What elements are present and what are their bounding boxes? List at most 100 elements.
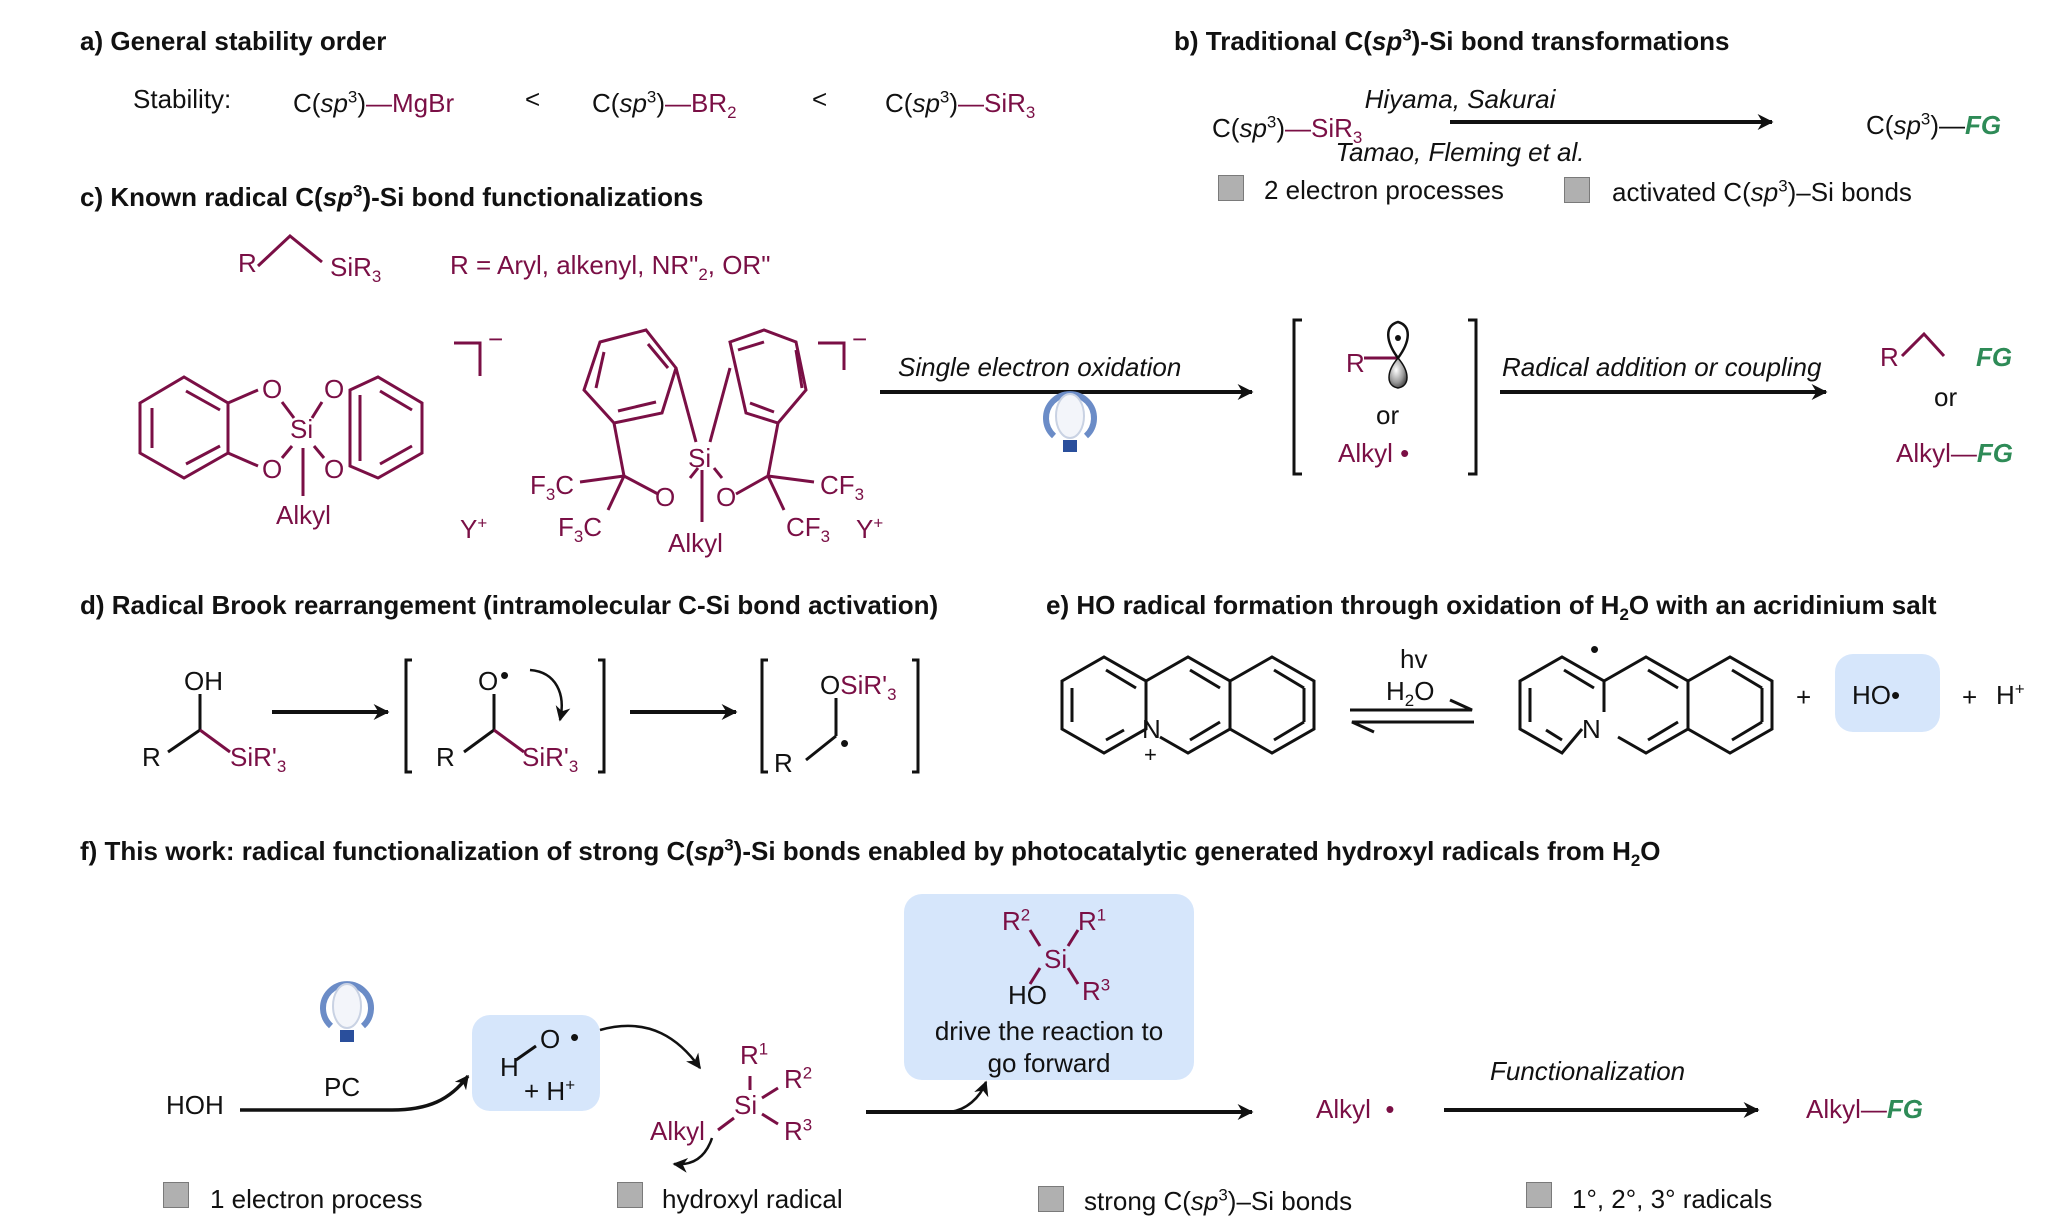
acridine-radical-dot: • (1590, 634, 1600, 664)
arrow-label-tamao-fleming: Tamao, Fleming et al. (1335, 137, 1585, 167)
silicate1-o-br: O (324, 454, 345, 484)
substrate-zigzag (256, 234, 323, 268)
product-r: R (1880, 342, 1899, 372)
legend-hydroxyl-radical: hydroxyl radical (662, 1184, 843, 1214)
panel-e-title: e) HO radical formation through oxidatio… (1046, 590, 1937, 625)
panel-b-reactant: C(sp3)—SiR3 (1212, 112, 1363, 148)
silicate1-structure (138, 341, 482, 496)
s2-radical-dot: • (500, 660, 510, 690)
product-or: or (1934, 382, 1958, 412)
s1-oh: OH (184, 666, 223, 696)
hydroxyl-radical-highlight (472, 1015, 600, 1111)
legend-square (1564, 177, 1590, 203)
s2-sir3: SiR'3 (522, 742, 579, 777)
silanol-caption-line1: drive the reaction to (934, 1016, 1164, 1046)
legend-square (163, 1182, 189, 1208)
panel-a-title: a) General stability order (80, 26, 387, 56)
stability-item-br2: C(sp3)—BR2 (592, 87, 737, 123)
p-orbital-icon (1364, 320, 1409, 389)
substrate-sir3: SiR3 (330, 252, 382, 287)
counterion-y: Y+ (460, 513, 488, 544)
silicate1-o-tr: O (324, 374, 345, 404)
silicate1-o-bl: O (262, 454, 283, 484)
stability-label: Stability: (133, 84, 232, 114)
silanol-si: Si (1044, 944, 1068, 974)
alkyl-radical: Alkyl • (1316, 1094, 1395, 1124)
hydroxyl-bond (515, 1044, 537, 1062)
product-fg: FG (1976, 342, 2013, 372)
silicate2-structure (579, 328, 846, 522)
silanol-caption-line2: go forward (987, 1048, 1111, 1078)
legend-radical-degrees: 1°, 2°, 3° radicals (1572, 1184, 1773, 1214)
s2-o: O (478, 666, 499, 696)
product-alkyl-fg: Alkyl—FG (1896, 438, 2014, 468)
legend-square (617, 1182, 643, 1208)
silicate1-charge: − (488, 324, 504, 354)
r-group-definition: R = Aryl, alkenyl, NR"2, OR" (450, 250, 771, 285)
less-than-sign-2: < (812, 84, 828, 114)
silicate2-f3c-2: F3C (558, 512, 603, 547)
s3-radical-dot: • (840, 728, 850, 758)
silicate2-o-left: O (655, 482, 676, 512)
silicate2-alkyl: Alkyl (668, 528, 723, 558)
acridinium-charge: + (1144, 742, 1157, 767)
legend-strong-bonds: strong C(sp3)–Si bonds (1084, 1185, 1353, 1216)
legend-square (1218, 175, 1244, 201)
silanol-highlight (904, 894, 1194, 1080)
hydroxyl-dot: • (570, 1022, 580, 1052)
s3-osir3: OSiR'3 (820, 670, 897, 705)
silanol-bonds (1028, 929, 1080, 985)
light-bulb-icon (320, 981, 374, 1042)
arrow-label-single-electron-oxidation: Single electron oxidation (898, 352, 1182, 382)
stability-item-sir3: C(sp3)—SiR3 (885, 87, 1036, 123)
intermediate-r: R (1346, 348, 1365, 378)
silicate2-si: Si (688, 443, 712, 473)
arrow-alkyl-leaving (672, 1137, 714, 1173)
arrow-label-hiyama-sakurai: Hiyama, Sakurai (1364, 84, 1556, 114)
silanol-r3: R3 (1082, 975, 1111, 1006)
legend-1-electron: 1 electron process (210, 1184, 423, 1214)
plus-sign-1: + (1796, 682, 1812, 712)
panel-c-title: c) Known radical C(sp3)-Si bond function… (80, 181, 704, 212)
arrow-label-radical-addition: Radical addition or coupling (1502, 352, 1822, 382)
silane-bonds (717, 1076, 779, 1132)
silane-r2: R2 (784, 1063, 813, 1094)
silicate2-charge: − (852, 324, 868, 354)
intermediate-alkyl-radical: Alkyl • (1338, 438, 1410, 468)
plus-sign-2: + (1962, 682, 1978, 712)
silicate1-alkyl: Alkyl (276, 500, 331, 530)
hydroxyl-proton: + H+ (524, 1075, 576, 1106)
hydroxyl-o: O (540, 1024, 561, 1054)
panel-b-title: b) Traditional C(sp3)-Si bond transforma… (1174, 25, 1730, 56)
silicate2-cf3-1: CF3 (820, 470, 865, 505)
s3-r: R (774, 748, 793, 778)
stability-item-mgbr: C(sp3)—MgBr (293, 87, 455, 118)
silanol-r2: R2 (1002, 905, 1031, 936)
hoh: HOH (166, 1090, 224, 1120)
silicate1-si: Si (290, 414, 314, 444)
legend-2-electron: 2 electron processes (1264, 175, 1504, 205)
arrow-hoh-to-hydroxyl (240, 1074, 470, 1112)
s1-r: R (142, 742, 161, 772)
silane-r3: R3 (784, 1115, 813, 1146)
ho-radical-highlight (1835, 654, 1940, 732)
arrow-label-hv: hv (1400, 644, 1428, 674)
acridine-radical-structure (1518, 655, 1774, 755)
s1-sir3: SiR'3 (230, 742, 287, 777)
legend-square (1526, 1182, 1552, 1208)
product-zigzag (1900, 331, 1946, 358)
arrow-label-h2o: H2O (1386, 676, 1435, 711)
final-product-alkyl-fg: Alkyl—FG (1806, 1094, 1924, 1124)
silane-r1: R1 (740, 1039, 769, 1070)
acridine-radical-n: N (1582, 714, 1601, 744)
bracket-left (1292, 318, 1302, 476)
hydroxyl-h: H (500, 1052, 519, 1082)
panel-f-title: f) This work: radical functionalization … (80, 835, 1661, 871)
substrate-r: R (238, 248, 257, 278)
silane-alkyl: Alkyl (650, 1116, 705, 1146)
panel-d-title: d) Radical Brook rearrangement (intramol… (80, 590, 939, 620)
bracket-right (1468, 318, 1478, 476)
counterion-y-2: Y+ (856, 513, 884, 544)
silicate1-o-tl: O (262, 374, 283, 404)
